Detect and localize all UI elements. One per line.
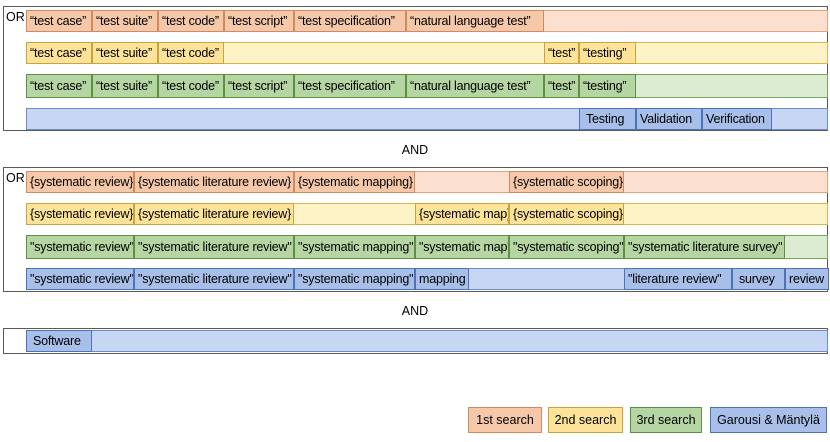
term-cell: {systematic map} — [415, 203, 509, 225]
and-label: AND — [401, 143, 429, 157]
term-cell: “test script” — [224, 74, 294, 98]
term-cell: “natural language test” — [406, 74, 544, 98]
legend-first-search: 1st search — [468, 407, 542, 433]
term-cell: “testing” — [579, 42, 636, 64]
term-cell: "systematic mapping" — [294, 268, 415, 290]
first-search-row: {systematic review} {systematic literatu… — [26, 171, 828, 193]
term-cell: {systematic scoping} — [509, 203, 624, 225]
term-cell: “test code” — [158, 74, 224, 98]
term-cell: “test code” — [158, 42, 224, 64]
third-search-row: “test case” “test suite” “test code” “te… — [26, 74, 828, 98]
testing-terms-group: OR “test case” “test suite” “test code” … — [3, 6, 828, 131]
legend-garousi-mantyla: Garousi & Mäntylä — [710, 407, 827, 433]
legend-second-search: 2nd search — [548, 407, 623, 433]
term-cell: "systematic literature review" — [134, 235, 294, 259]
third-search-row: "systematic review" "systematic literatu… — [26, 235, 828, 259]
term-cell: {systematic review} — [26, 203, 134, 225]
term-cell: “test case” — [26, 10, 92, 32]
term-cell: "systematic literature survey" — [624, 235, 785, 259]
term-cell: {systematic review} — [26, 171, 134, 193]
term-cell: "systematic review" — [26, 268, 134, 290]
term-cell: {systematic literature review} — [134, 203, 294, 225]
term-cell: {systematic literature review} — [134, 171, 294, 193]
second-search-row: {systematic review} {systematic literatu… — [26, 203, 828, 225]
term-cell: mapping — [415, 268, 469, 290]
garousi-mantyla-row: "systematic review" "systematic literatu… — [26, 268, 829, 290]
second-search-row: “test case” “test suite” “test code” “te… — [26, 42, 828, 64]
legend-third-search: 3rd search — [630, 407, 702, 433]
term-cell: “test case” — [26, 74, 92, 98]
term-cell: Validation — [636, 108, 702, 130]
term-cell: {systematic scoping} — [509, 171, 624, 193]
term-cell: survey — [732, 268, 785, 290]
garousi-mantyla-row: Software — [26, 330, 828, 352]
term-cell: “test case” — [26, 42, 92, 64]
and-label: AND — [401, 304, 429, 318]
term-cell: “test code” — [158, 10, 224, 32]
term-cell: review — [785, 268, 829, 290]
term-cell: “natural language test” — [406, 10, 544, 32]
term-cell: “test specification” — [294, 74, 406, 98]
first-search-row: “test case” “test suite” “test code” “te… — [26, 10, 828, 32]
term-cell: "systematic map" — [415, 235, 509, 259]
or-label: OR — [6, 10, 25, 24]
term-cell: "systematic scoping" — [509, 235, 624, 259]
term-cell: “test suite” — [92, 42, 158, 64]
term-cell: Testing — [579, 108, 636, 130]
term-cell: “test suite” — [92, 74, 158, 98]
software-terms-group: Software — [3, 328, 828, 354]
review-terms-group: OR {systematic review} {systematic liter… — [3, 167, 829, 292]
garousi-mantyla-row: Testing Validation Verification — [26, 108, 828, 130]
term-cell: “test” — [544, 74, 579, 98]
or-label: OR — [6, 171, 25, 185]
term-cell: “test suite” — [92, 10, 158, 32]
term-cell: “test specification” — [294, 10, 406, 32]
term-cell: {systematic mapping} — [294, 171, 415, 193]
term-cell: "systematic literature review" — [134, 268, 294, 290]
term-cell: “test” — [544, 42, 579, 64]
term-cell: "systematic review" — [26, 235, 134, 259]
term-cell: “testing” — [579, 74, 636, 98]
term-cell: Verification — [702, 108, 772, 130]
term-cell: "systematic mapping" — [294, 235, 415, 259]
term-cell: “test script” — [224, 10, 294, 32]
term-cell: Software — [26, 330, 92, 352]
term-cell: "literature review" — [624, 268, 732, 290]
